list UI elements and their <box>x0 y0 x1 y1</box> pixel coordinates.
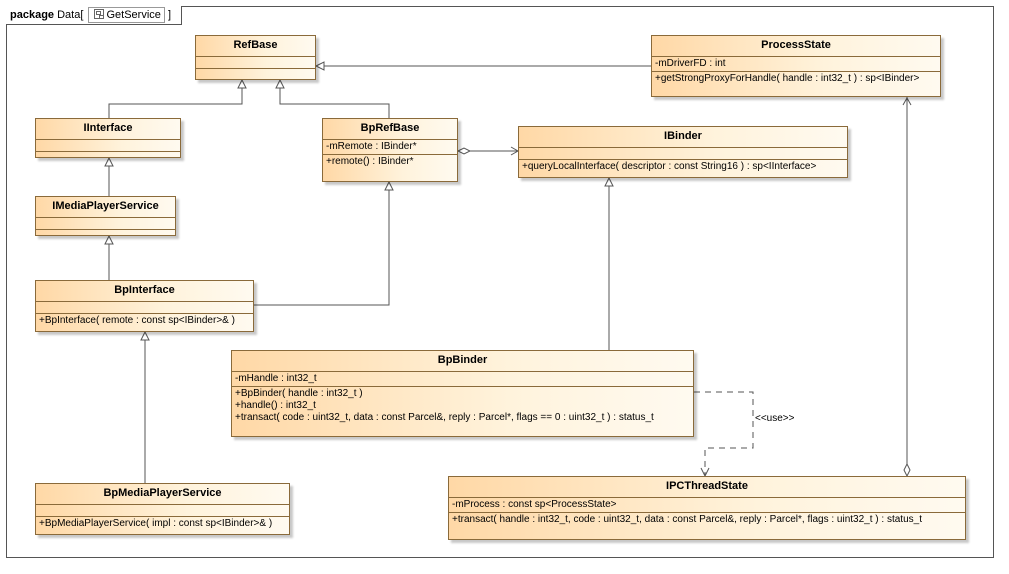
class-operation: +BpInterface( remote : const sp<IBinder>… <box>39 315 235 326</box>
class-name: IMediaPlayerService <box>36 197 175 218</box>
class-imediaplayerservice[interactable]: IMediaPlayerService <box>35 196 176 236</box>
dependency-bpbinder-ipcthreadstate <box>694 391 754 476</box>
class-ipcthreadstate[interactable]: IPCThreadState-mProcess : const sp<Proce… <box>448 476 966 540</box>
class-attribute: -mProcess : const sp<ProcessState> <box>452 499 617 510</box>
class-operations-compartment <box>36 152 180 163</box>
class-attributes-compartment: -mHandle : int32_t <box>232 372 693 387</box>
class-processstate[interactable]: ProcessState-mDriverFD : int +getStrongPr… <box>651 35 941 97</box>
class-operations-compartment: +queryLocalInterface( descriptor : const… <box>519 160 847 174</box>
class-attributes-compartment: -mDriverFD : int <box>652 57 940 72</box>
class-operations-compartment <box>196 69 315 80</box>
class-operation: +handle() : int32_t <box>235 400 316 411</box>
class-name: BpInterface <box>36 281 253 302</box>
class-attributes-compartment <box>36 302 253 314</box>
generalization-arrowhead <box>314 61 325 71</box>
generalization-bpinterface-bprefbase <box>254 190 390 306</box>
class-attributes-compartment <box>36 140 180 152</box>
class-operations-compartment: +BpInterface( remote : const sp<IBinder>… <box>36 314 253 328</box>
class-bpmediaplayerservice[interactable]: BpMediaPlayerService +BpMediaPlayerServic… <box>35 483 290 535</box>
class-attribute: -mHandle : int32_t <box>235 373 317 384</box>
class-name: BpRefBase <box>323 119 457 140</box>
use-stereotype-label: <<use>> <box>755 413 795 424</box>
class-attributes-compartment: -mRemote : IBinder* <box>323 140 457 155</box>
class-operation: +queryLocalInterface( descriptor : const… <box>522 161 817 172</box>
class-operation: +BpMediaPlayerService( impl : const sp<I… <box>39 518 273 529</box>
generalization-bprefbase-refbase <box>279 88 390 118</box>
generalization-arrowhead <box>604 176 614 187</box>
class-operations-compartment <box>36 230 175 241</box>
class-attribute: -mDriverFD : int <box>655 58 726 69</box>
class-attributes-compartment <box>36 218 175 230</box>
generalization-arrowhead <box>140 330 150 341</box>
package-keyword: package <box>10 9 55 21</box>
class-name: IBinder <box>519 127 847 148</box>
class-operations-compartment: +transact( handle : int32_t, code : uint… <box>449 513 965 527</box>
class-operations-compartment: +BpMediaPlayerService( impl : const sp<I… <box>36 517 289 531</box>
class-bpinterface[interactable]: BpInterface +BpInterface( remote : const … <box>35 280 254 332</box>
generalization-arrowhead <box>104 234 114 245</box>
class-operation: +transact( code : uint32_t, data : const… <box>235 412 654 423</box>
class-attributes-compartment: -mProcess : const sp<ProcessState> <box>449 498 965 513</box>
class-operations-compartment: +BpBinder( handle : int32_t )+handle() :… <box>232 387 693 425</box>
class-attributes-compartment <box>36 505 289 517</box>
class-operations-compartment: +getStrongProxyForHandle( handle : int32… <box>652 72 940 86</box>
aggregation-diamond <box>456 147 472 155</box>
generalization-arrowhead <box>384 180 394 191</box>
class-name: ProcessState <box>652 36 940 57</box>
package-tab: package Data[ GetService ] <box>6 6 183 25</box>
diagram-ref[interactable]: GetService <box>88 7 165 23</box>
class-operation: +transact( handle : int32_t, code : uint… <box>452 514 922 525</box>
class-bpbinder[interactable]: BpBinder-mHandle : int32_t +BpBinder( han… <box>231 350 694 437</box>
class-bprefbase[interactable]: BpRefBase-mRemote : IBinder* +remote() : … <box>322 118 458 182</box>
class-ibinder[interactable]: IBinder +queryLocalInterface( descriptor … <box>518 126 848 178</box>
class-operations-compartment: +remote() : IBinder* <box>323 155 457 169</box>
class-attributes-compartment <box>519 148 847 160</box>
class-name: BpMediaPlayerService <box>36 484 289 505</box>
class-operation: +getStrongProxyForHandle( handle : int32… <box>655 73 920 84</box>
class-name: IPCThreadState <box>449 477 965 498</box>
class-diagram-icon <box>94 9 105 19</box>
class-iinterface[interactable]: IInterface <box>35 118 181 158</box>
generalization-arrowhead <box>237 78 247 89</box>
class-name: BpBinder <box>232 351 693 372</box>
aggregation-diamond <box>903 462 911 478</box>
class-attribute: -mRemote : IBinder* <box>326 141 417 152</box>
generalization-arrowhead <box>104 156 114 167</box>
class-name: IInterface <box>36 119 180 140</box>
generalization-iinterface-refbase <box>108 88 243 118</box>
package-name: Data <box>57 9 81 21</box>
class-operation: +remote() : IBinder* <box>326 156 414 167</box>
class-refbase[interactable]: RefBase <box>195 35 316 80</box>
package-frame <box>6 6 994 558</box>
generalization-arrowhead <box>275 78 285 89</box>
class-name: RefBase <box>196 36 315 57</box>
class-operation: +BpBinder( handle : int32_t ) <box>235 388 363 399</box>
association-arrowhead <box>902 96 912 106</box>
diagram-ref-label: GetService <box>106 9 161 21</box>
class-attributes-compartment <box>196 57 315 69</box>
